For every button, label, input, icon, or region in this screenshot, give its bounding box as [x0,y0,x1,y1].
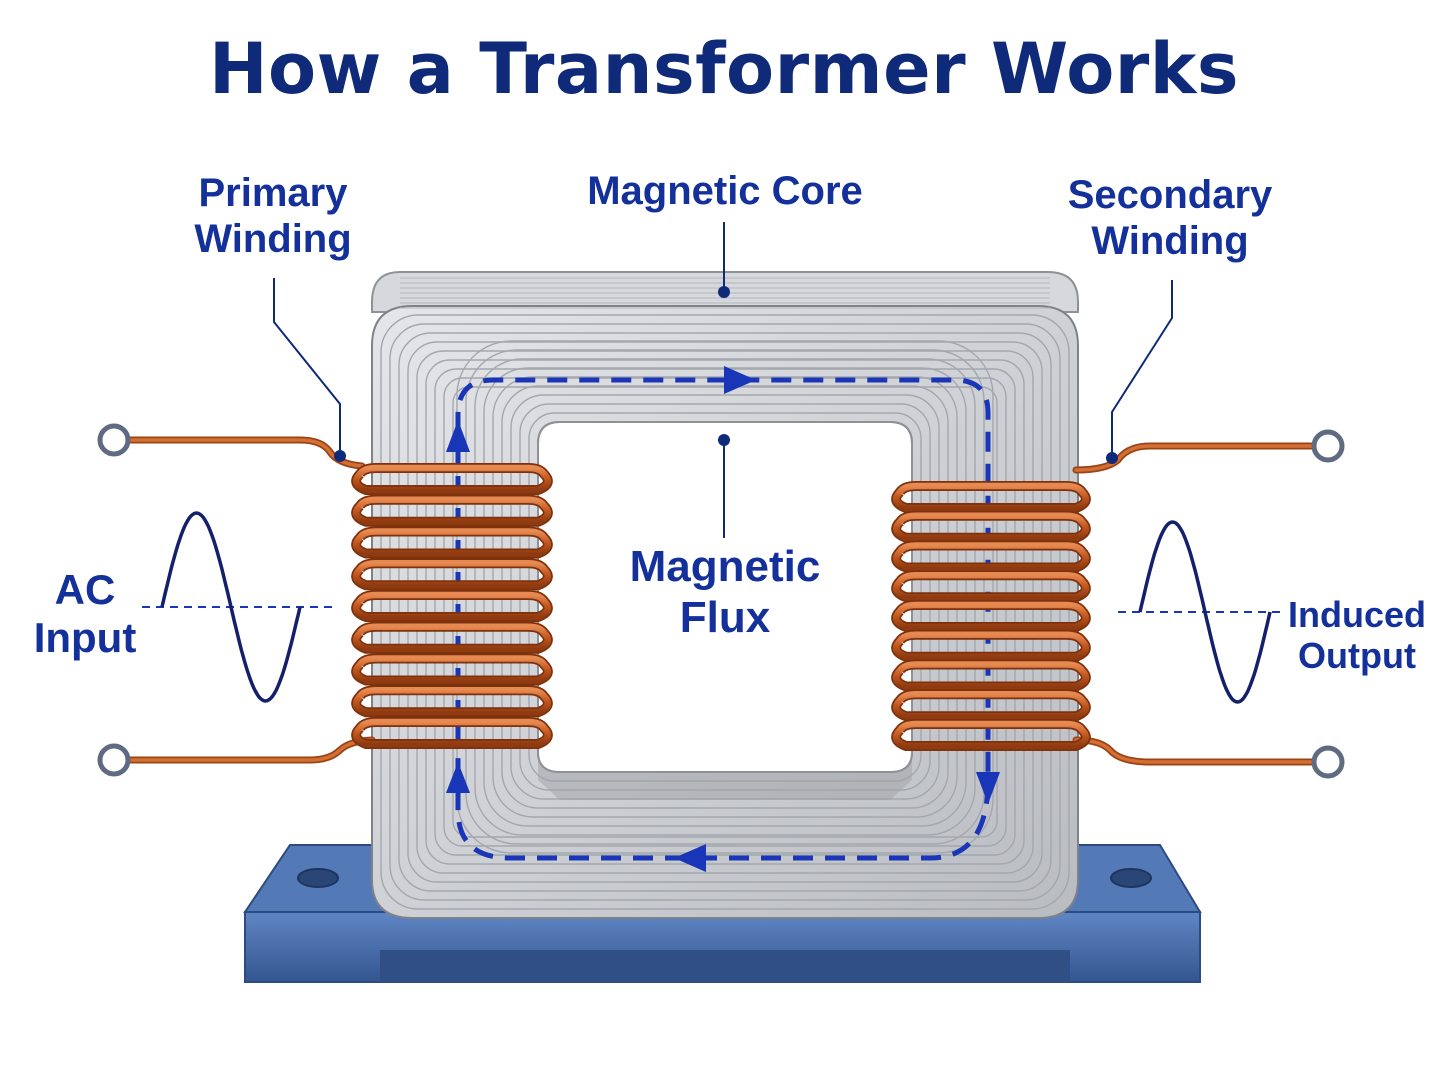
coil-turn-highlight [892,691,1090,720]
secondary-winding-coil [891,481,1091,751]
terminal-secondary-bottom [1311,745,1345,779]
coil-turn-highlight [892,512,1090,541]
label-magnetic-core: Magnetic Core [587,169,863,213]
magnetic-core [371,271,1079,919]
coil-turn-highlight [892,542,1090,571]
label-induced-output: Induced Output [1287,594,1426,677]
coil-turn-highlight [352,560,552,589]
coil-turn-highlight [352,528,552,557]
leader-primary-winding [273,278,341,456]
flux-arrow-left-lower [446,762,470,793]
coil-turn-highlight [352,687,552,716]
coil-turn-highlight [352,718,552,748]
mounting-hole-right [1110,868,1152,888]
page-title: How a Transformer Works [208,28,1240,110]
coil-turn-highlight [352,496,552,525]
primary-winding-coil [351,463,553,749]
coil-turn-highlight [352,464,552,494]
magnetic-flux-path [446,366,1000,872]
flux-arrow-left-upper [446,420,470,452]
coil-turn-highlight [892,601,1090,631]
terminal-primary-top [97,423,131,457]
label-secondary-winding: Secondary Winding [1067,173,1273,263]
terminals [97,423,1345,779]
coil-turn-highlight [892,572,1090,601]
primary-leads [126,436,376,764]
coil-turn-highlight [352,655,552,684]
label-primary-winding: Primary Winding [194,171,352,261]
leader-dots [334,286,1118,464]
label-ac-input: AC Input [33,566,137,662]
coil-turn-highlight [892,661,1090,690]
label-magnetic-flux: Magnetic Flux [629,542,821,642]
secondary-leads [1072,442,1316,766]
coil-turn-highlight [352,591,552,621]
terminal-primary-bottom [97,743,131,777]
ac-input-waveform [142,511,332,703]
flux-arrow-right [976,772,1000,804]
terminal-secondary-top [1311,429,1345,463]
coil-turn-highlight [892,482,1090,512]
induced-output-waveform [1118,520,1286,704]
mounting-hole-left [297,868,339,888]
flux-arrow-top [724,366,756,394]
coil-turn-highlight [352,623,552,652]
leader-lines [273,222,1173,538]
coil-turn-highlight [892,631,1090,660]
flux-arrow-bottom [674,844,706,872]
leader-secondary-winding [1111,280,1173,458]
coil-turn-highlight [892,720,1090,750]
